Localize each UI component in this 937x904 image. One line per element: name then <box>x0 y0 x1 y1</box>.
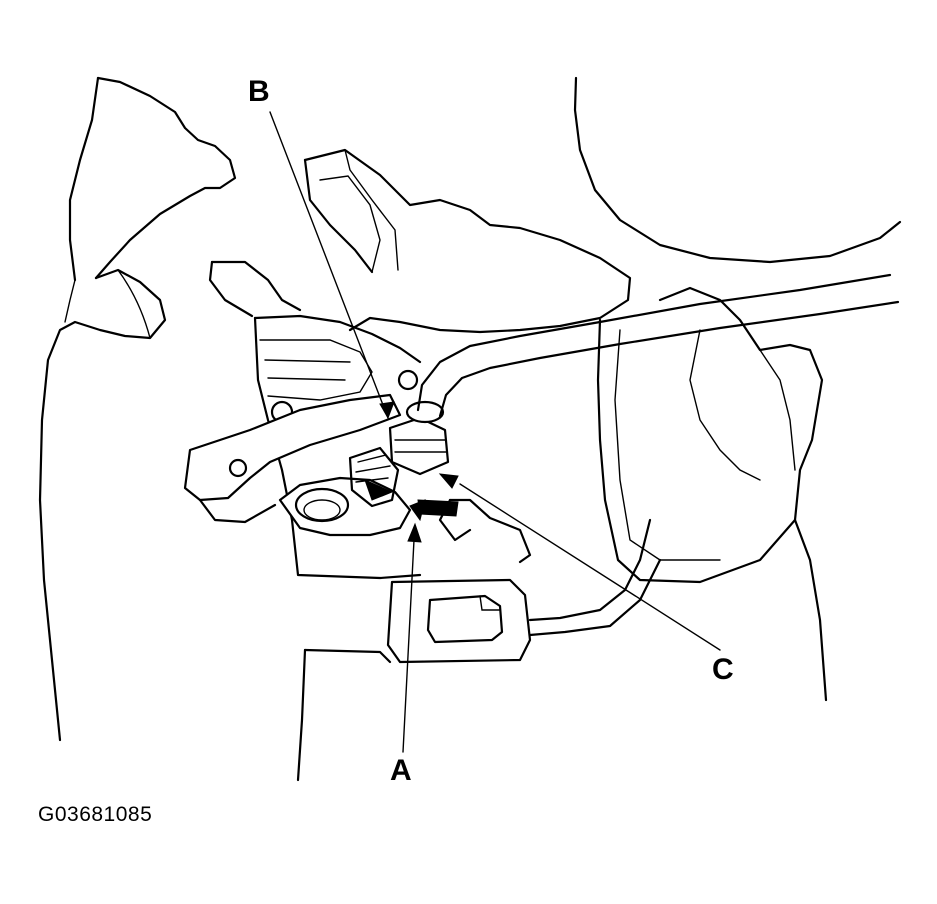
callout-label-c: C <box>712 653 734 686</box>
leader-line-c <box>459 483 721 651</box>
leader-lines <box>269 111 721 753</box>
bracket-hole <box>228 458 248 478</box>
wire-connector <box>386 518 662 664</box>
fitting-collar <box>405 400 445 424</box>
right-housing <box>573 76 902 702</box>
arrow-head <box>364 479 394 501</box>
leader-line-a <box>402 539 415 753</box>
upper-housing <box>208 148 632 334</box>
hex-fitting <box>388 400 450 476</box>
callout-label-b: B <box>248 75 270 108</box>
callout-label-a: A <box>390 754 412 787</box>
lower-body <box>296 648 392 782</box>
leader-line-b <box>269 111 389 419</box>
figure-id-code: G03681085 <box>38 803 153 826</box>
bracket-arm <box>183 393 402 524</box>
left-casting <box>38 76 237 742</box>
pipe <box>416 273 900 418</box>
center-block <box>253 314 422 580</box>
indicator-arrows <box>364 479 459 522</box>
arrow-head <box>409 499 426 522</box>
bolt-head <box>397 369 419 391</box>
sensor-port <box>294 487 350 523</box>
